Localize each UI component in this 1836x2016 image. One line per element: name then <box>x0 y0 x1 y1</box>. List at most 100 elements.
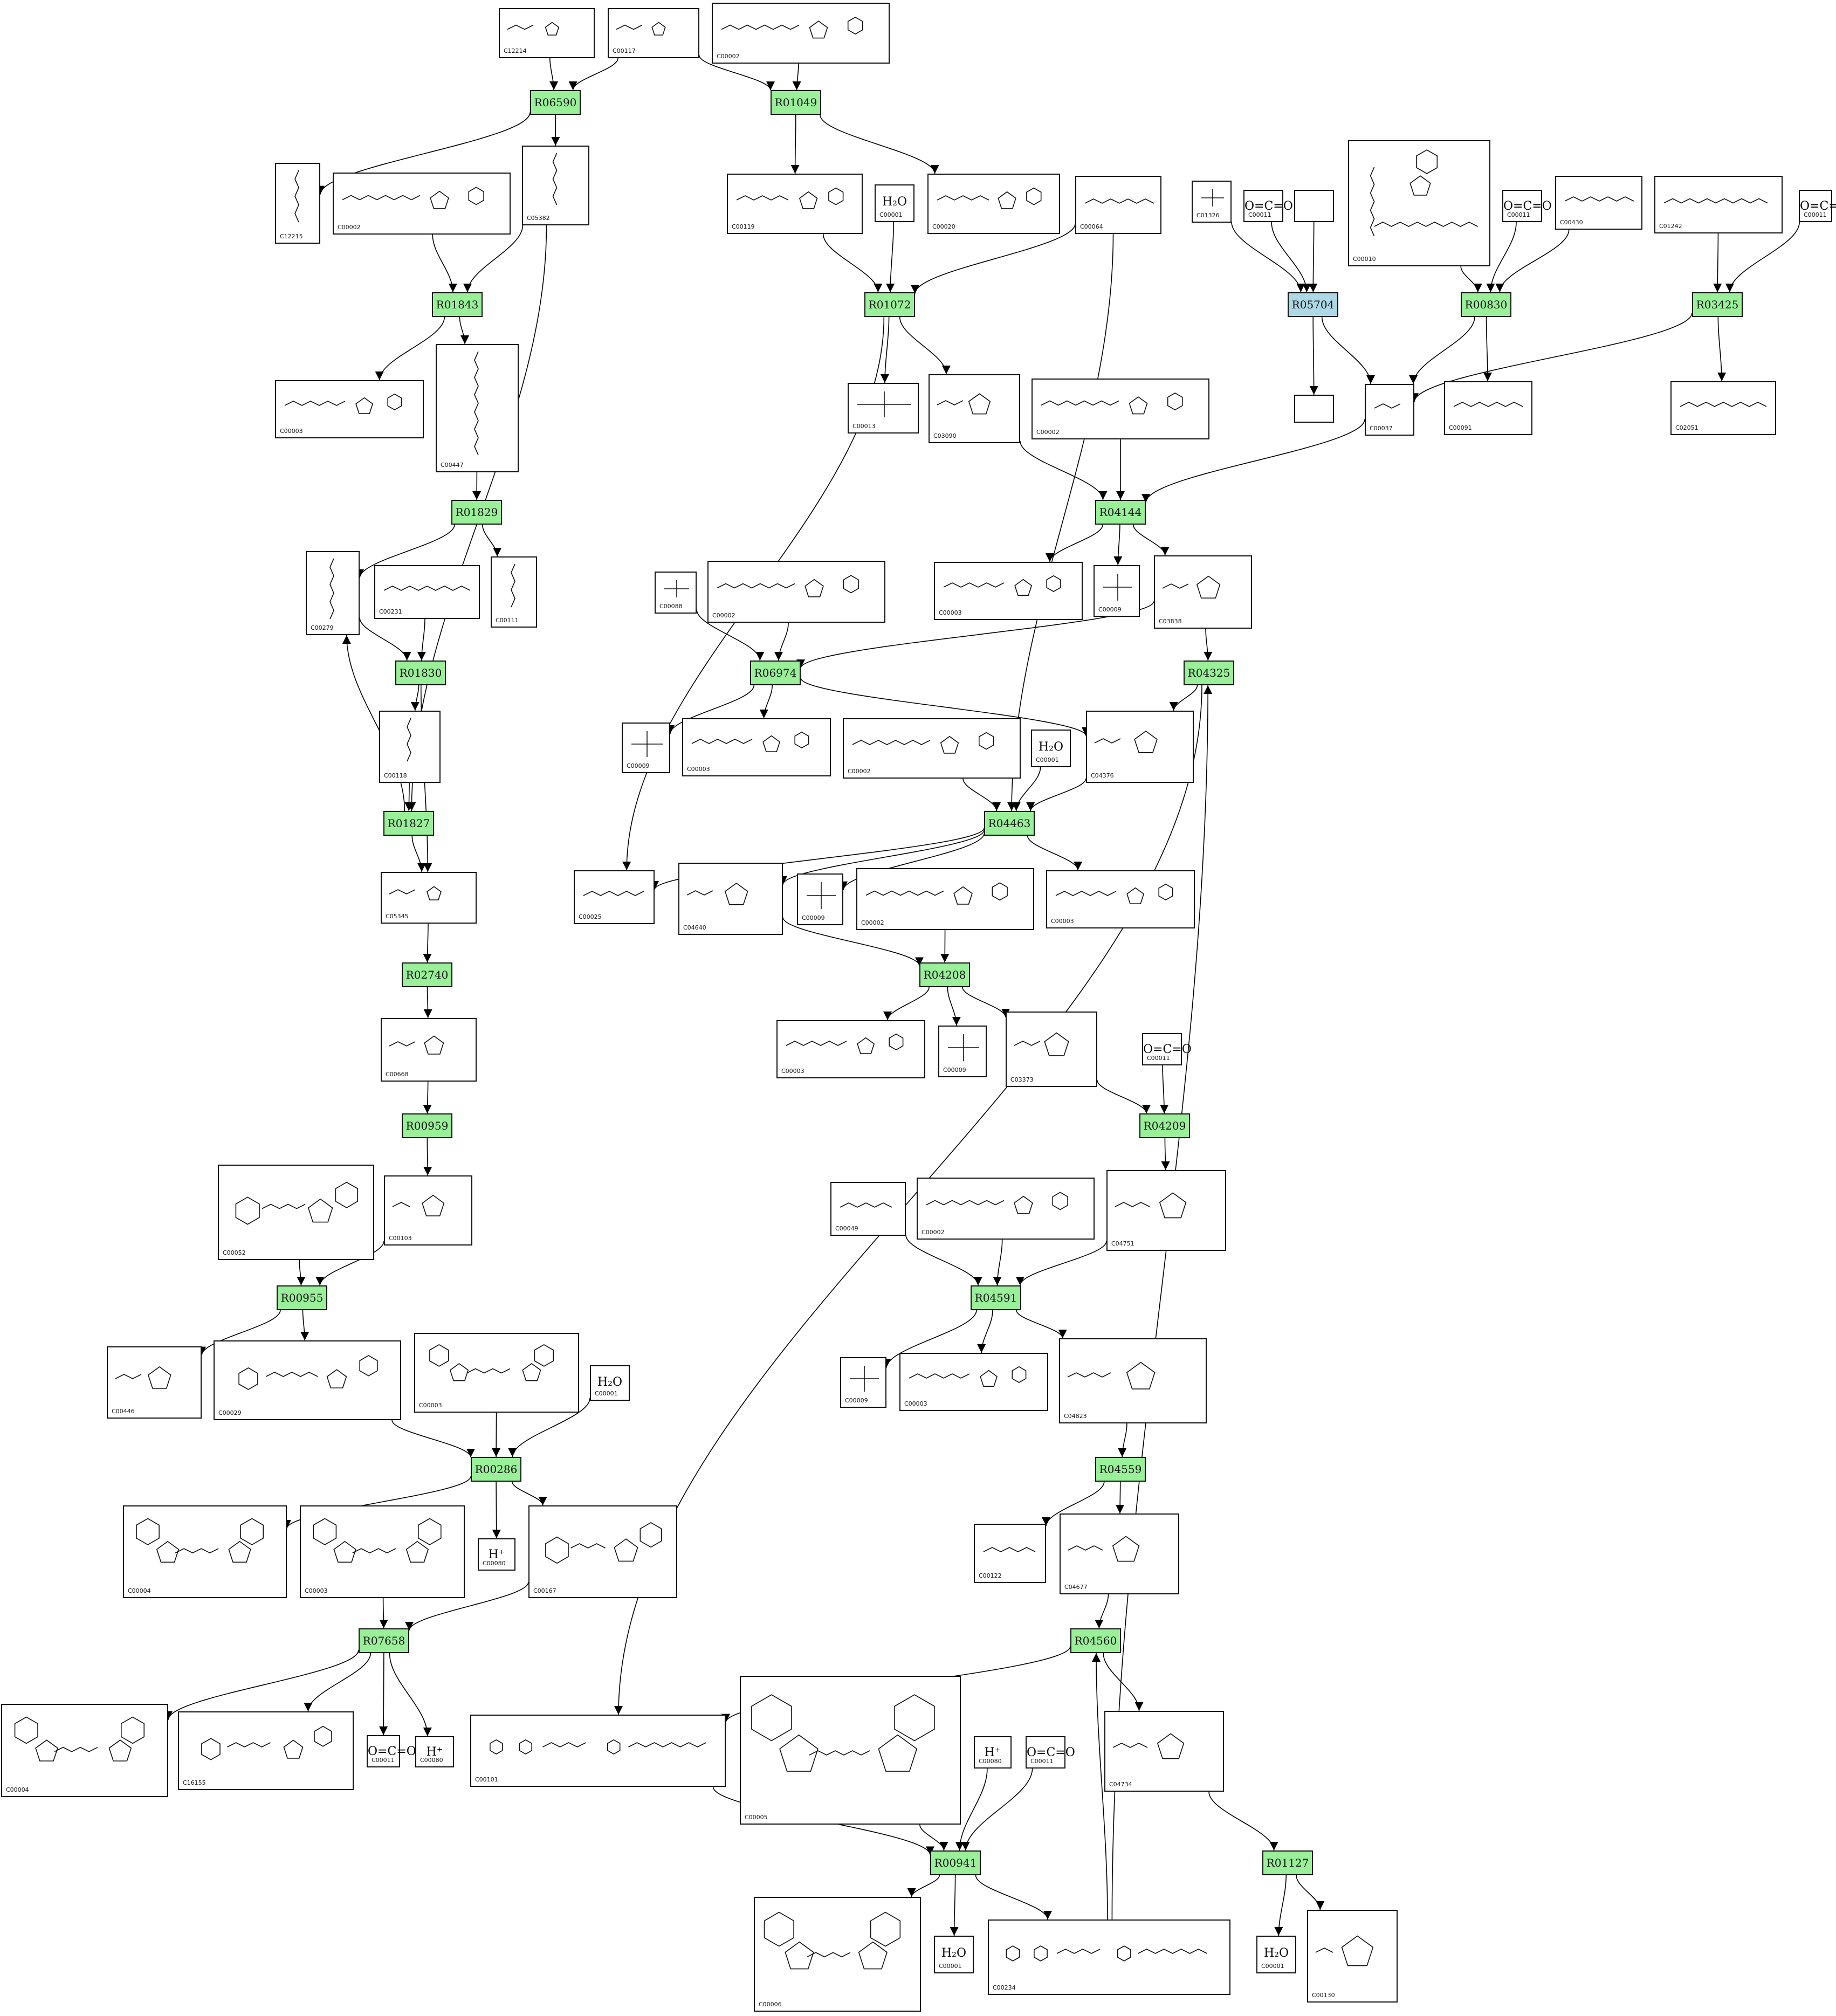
compound-c00009[interactable]: C00009 <box>1094 565 1140 617</box>
compound-c00003[interactable]: C00003 <box>1046 870 1195 928</box>
compound-c05382[interactable]: C05382 <box>522 146 589 225</box>
compound-c00003[interactable]: C00003 <box>414 1333 579 1413</box>
compound-c03090[interactable]: C03090 <box>929 374 1020 443</box>
compound-c00447[interactable]: C00447 <box>436 344 519 472</box>
compound-c00003[interactable]: C00003 <box>682 718 831 776</box>
compound-c02051[interactable]: C02051 <box>1670 381 1776 435</box>
compound-c00052[interactable]: C00052 <box>218 1165 374 1260</box>
compound-c01242[interactable]: C01242 <box>1654 176 1783 233</box>
reaction-node-r04591[interactable]: R04591 <box>971 1285 1021 1310</box>
reaction-node-r01829[interactable]: R01829 <box>451 500 502 525</box>
compound-c00009[interactable]: C00009 <box>840 1357 886 1408</box>
compound-c00111[interactable]: C00111 <box>491 556 537 628</box>
reaction-node-r04208[interactable]: R04208 <box>919 962 970 987</box>
reaction-node-r06974[interactable]: R06974 <box>750 660 801 685</box>
compound-c00002[interactable]: C00002 <box>712 3 890 64</box>
reaction-node-r01049[interactable]: R01049 <box>771 90 821 115</box>
reaction-node-r00959[interactable]: R00959 <box>402 1113 452 1138</box>
compound-c00080[interactable]: H⁺C00080 <box>478 1538 515 1571</box>
reaction-node-r01127[interactable]: R01127 <box>1262 1850 1313 1875</box>
compound-c04751[interactable]: C04751 <box>1106 1170 1226 1251</box>
compound-c00064[interactable]: C00064 <box>1075 176 1161 234</box>
compound-c00279[interactable]: C00279 <box>306 551 360 635</box>
compound-unlabeled[interactable] <box>1294 190 1334 222</box>
compound-c00003[interactable]: C00003 <box>776 1020 925 1078</box>
compound-c00080[interactable]: H⁺C00080 <box>974 1736 1012 1769</box>
compound-c00009[interactable]: C00009 <box>938 1026 987 1077</box>
compound-c04677[interactable]: C04677 <box>1060 1513 1179 1594</box>
compound-c12215[interactable]: C12215 <box>275 163 320 244</box>
compound-c00020[interactable]: C00020 <box>927 174 1060 234</box>
reaction-node-r00286[interactable]: R00286 <box>471 1457 521 1482</box>
reaction-node-r04144[interactable]: R04144 <box>1095 500 1146 525</box>
compound-c16155[interactable]: C16155 <box>178 1711 354 1790</box>
reaction-node-r07658[interactable]: R07658 <box>359 1628 409 1653</box>
reaction-node-r01843[interactable]: R01843 <box>432 292 483 317</box>
compound-c00446[interactable]: C00446 <box>107 1346 202 1419</box>
compound-c00430[interactable]: C00430 <box>1555 176 1642 230</box>
compound-c04376[interactable]: C04376 <box>1086 711 1194 783</box>
compound-c05345[interactable]: C05345 <box>381 872 477 924</box>
reaction-node-r04209[interactable]: R04209 <box>1139 1113 1190 1138</box>
compound-c00013[interactable]: C00013 <box>848 383 919 434</box>
reaction-node-r03425[interactable]: R03425 <box>1692 292 1743 317</box>
compound-c00122[interactable]: C00122 <box>974 1524 1046 1583</box>
compound-c00167[interactable]: C00167 <box>528 1505 677 1598</box>
reaction-node-r01827[interactable]: R01827 <box>383 811 434 836</box>
compound-c00002[interactable]: C00002 <box>333 173 511 235</box>
compound-c00119[interactable]: C00119 <box>727 174 863 234</box>
compound-c12214[interactable]: C12214 <box>499 8 595 58</box>
compound-c00003[interactable]: C00003 <box>934 562 1083 620</box>
compound-c00049[interactable]: C00049 <box>830 1182 906 1236</box>
reaction-node-r01072[interactable]: R01072 <box>864 292 915 317</box>
compound-c00002[interactable]: C00002 <box>707 561 885 623</box>
compound-c00231[interactable]: C00231 <box>374 565 480 619</box>
compound-c00130[interactable]: C00130 <box>1307 1910 1398 2003</box>
compound-unlabeled[interactable] <box>1294 395 1334 423</box>
compound-c04734[interactable]: C04734 <box>1104 1711 1224 1792</box>
reaction-node-r04560[interactable]: R04560 <box>1070 1628 1121 1653</box>
compound-c00025[interactable]: C00025 <box>574 870 655 924</box>
compound-c00117[interactable]: C00117 <box>608 8 699 58</box>
compound-c00091[interactable]: C00091 <box>1444 381 1532 435</box>
reaction-node-r00830[interactable]: R00830 <box>1461 292 1511 317</box>
reaction-node-r04463[interactable]: R04463 <box>984 811 1035 836</box>
compound-c00029[interactable]: C00029 <box>214 1340 401 1420</box>
compound-c00003[interactable]: C00003 <box>275 380 424 438</box>
compound-c00009[interactable]: C00009 <box>797 873 843 925</box>
compound-c00005[interactable]: C00005 <box>740 1676 961 1825</box>
compound-c00080[interactable]: H⁺C00080 <box>415 1736 454 1767</box>
compound-c00088[interactable]: C00088 <box>655 572 697 614</box>
compound-c00234[interactable]: C00234 <box>988 1919 1230 1995</box>
reaction-node-r02740[interactable]: R02740 <box>402 962 452 987</box>
compound-c00002[interactable]: C00002 <box>917 1178 1095 1240</box>
compound-c03373[interactable]: C03373 <box>1006 1012 1097 1087</box>
compound-c00037[interactable]: C00037 <box>1365 384 1414 436</box>
reaction-node-r04325[interactable]: R04325 <box>1184 660 1234 685</box>
compound-c00002[interactable]: C00002 <box>856 868 1034 930</box>
compound-c03838[interactable]: C03838 <box>1154 555 1252 629</box>
compound-c04640[interactable]: C04640 <box>678 863 783 935</box>
compound-c00009[interactable]: C00009 <box>622 723 670 773</box>
reaction-node-r04559[interactable]: R04559 <box>1095 1457 1146 1482</box>
compound-c00118[interactable]: C00118 <box>379 711 441 783</box>
compound-c00003[interactable]: C00003 <box>300 1505 465 1598</box>
compound-c00002[interactable]: C00002 <box>843 718 1021 779</box>
reaction-node-r05704[interactable]: R05704 <box>1288 292 1338 317</box>
compound-c04823[interactable]: C04823 <box>1059 1338 1207 1423</box>
reaction-node-r01830[interactable]: R01830 <box>395 660 446 685</box>
reaction-node-r06590[interactable]: R06590 <box>530 90 581 115</box>
compound-c00004[interactable]: C00004 <box>1 1704 168 1797</box>
compound-c01326[interactable]: C01326 <box>1192 181 1232 223</box>
reaction-node-r00955[interactable]: R00955 <box>277 1285 327 1310</box>
compound-c00006[interactable]: C00006 <box>754 1897 921 2012</box>
